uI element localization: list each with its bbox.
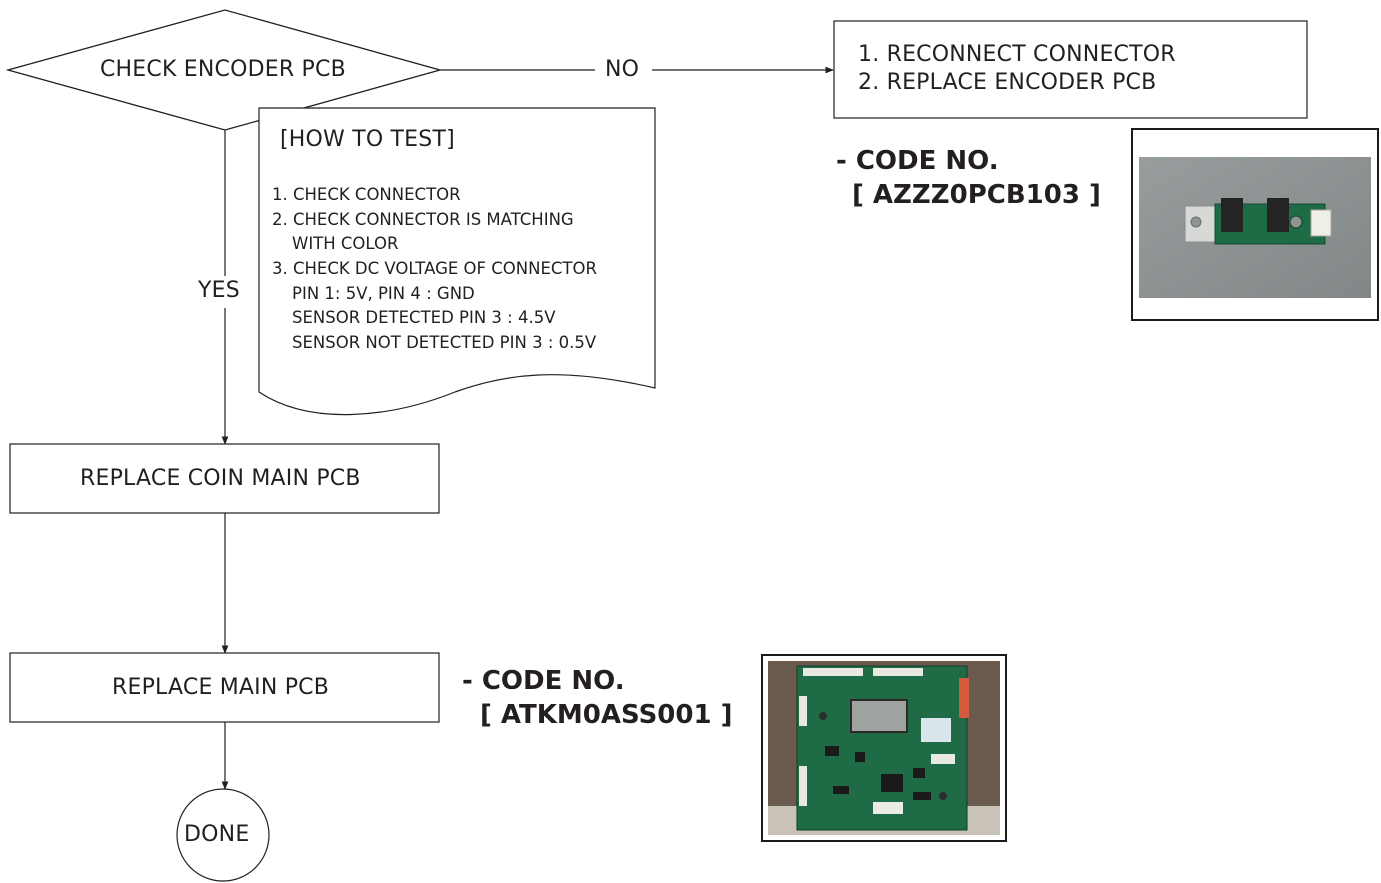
- main-pcb-photo: [761, 654, 1007, 842]
- encoder-code-label: - CODE NO.: [836, 146, 999, 176]
- done-terminal: [176, 788, 270, 882]
- step-2-label: REPLACE MAIN PCB: [112, 675, 330, 700]
- no-label: NO: [605, 57, 640, 82]
- step-1-box: [9, 443, 440, 514]
- how-to-test-line: 2. CHECK CONNECTOR IS MATCHING: [272, 210, 574, 229]
- how-to-test-line: SENSOR DETECTED PIN 3 : 4.5V: [292, 306, 556, 331]
- how-to-test-line: 1. CHECK CONNECTOR: [272, 185, 461, 204]
- main-code-value: [ ATKM0ASS001 ]: [480, 700, 733, 730]
- yes-label: YES: [198, 278, 240, 303]
- step-1-label: REPLACE COIN MAIN PCB: [80, 466, 361, 491]
- done-label: DONE: [184, 822, 250, 847]
- how-to-test-line: SENSOR NOT DETECTED PIN 3 : 0.5V: [292, 331, 596, 356]
- main-code-label: - CODE NO.: [462, 666, 625, 696]
- encoder-pcb-photo: [1131, 128, 1379, 321]
- how-to-test-line: PIN 1: 5V, PIN 4 : GND: [292, 282, 475, 307]
- how-to-test-line-text: PIN 1: 5V, PIN 4 : GND: [292, 284, 475, 303]
- no-action-line-1: 1. RECONNECT CONNECTOR: [858, 42, 1176, 67]
- how-to-test-line-text: SENSOR DETECTED PIN 3 : 4.5V: [292, 308, 556, 327]
- how-to-test-line: WITH COLOR: [292, 232, 398, 257]
- no-action-box: [833, 20, 1308, 119]
- how-to-test-line-text: SENSOR NOT DETECTED PIN 3 : 0.5V: [292, 333, 597, 352]
- how-to-test-document: [258, 107, 656, 416]
- how-to-test-title: [HOW TO TEST]: [280, 127, 455, 152]
- how-to-test-line: 3. CHECK DC VOLTAGE OF CONNECTOR: [272, 259, 597, 278]
- encoder-code-value: [ AZZZ0PCB103 ]: [852, 180, 1101, 210]
- main-pcb-image: [768, 661, 1000, 835]
- step-2-box: [9, 652, 440, 723]
- encoder-pcb-image: [1139, 157, 1371, 298]
- decision-label: CHECK ENCODER PCB: [100, 57, 346, 82]
- no-action-line-2: 2. REPLACE ENCODER PCB: [858, 70, 1157, 95]
- how-to-test-line-text: WITH COLOR: [292, 234, 399, 253]
